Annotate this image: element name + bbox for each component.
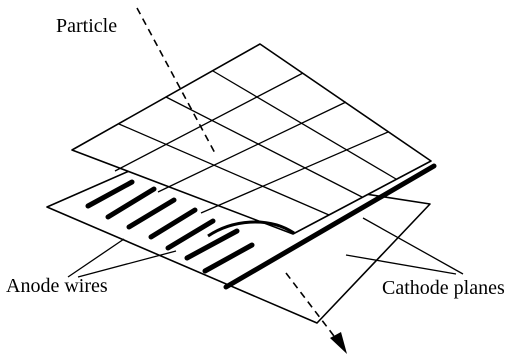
anode-wire <box>202 242 255 274</box>
grid-line <box>118 123 330 216</box>
anode-wires <box>85 163 437 290</box>
leader-lines <box>67 217 464 278</box>
grid-line <box>157 101 347 193</box>
anode-wire <box>105 186 157 220</box>
anode-wire <box>85 179 135 209</box>
plane-curl <box>207 220 295 238</box>
anode-leader-line <box>77 250 177 278</box>
particle-track-top <box>136 7 217 156</box>
particle-arrowhead <box>330 332 347 354</box>
grid-line <box>200 131 389 214</box>
upper-plane-grid <box>114 70 397 216</box>
anode-wire <box>223 163 437 290</box>
anode-wire <box>126 197 177 230</box>
anode-leader-line <box>67 238 125 278</box>
cathode-leader-line <box>345 254 457 275</box>
particle-track-bottom <box>285 272 338 341</box>
particle-track <box>136 7 338 341</box>
cathode-planes-label: Cathode planes <box>382 277 505 299</box>
upper-cathode-plane <box>71 43 432 238</box>
cathode-leader-line <box>362 217 464 275</box>
anode-wire <box>165 218 216 251</box>
grid-line <box>114 72 304 172</box>
grid-line <box>165 96 363 198</box>
anode-wire <box>148 207 198 240</box>
anode-wires-label: Anode wires <box>6 275 108 297</box>
anode-wire <box>184 228 240 261</box>
particle-label: Particle <box>56 15 118 37</box>
grid-line <box>212 70 397 180</box>
